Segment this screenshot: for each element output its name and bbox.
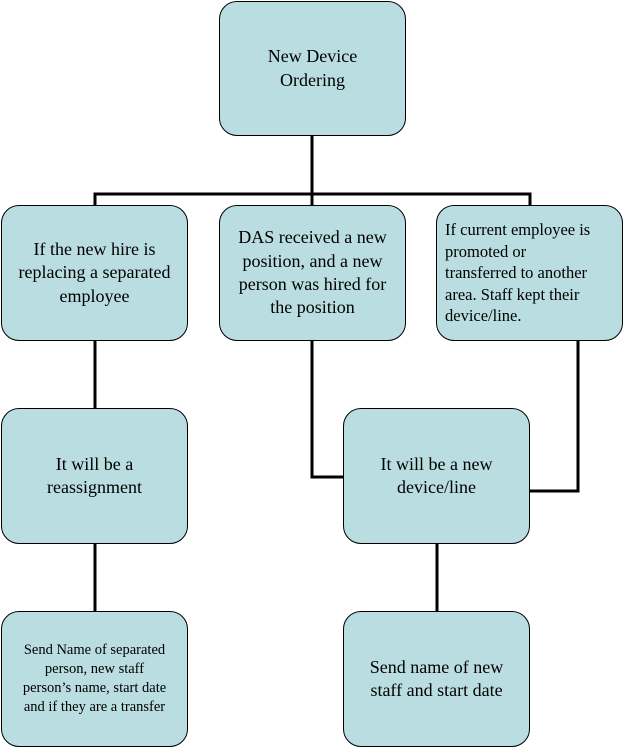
node-label: DAS received a new position, and a new p… xyxy=(238,227,387,318)
node-label: Send name of new staff and start date xyxy=(369,656,504,700)
node-new-hire-replacing: If the new hire is replacing a separated… xyxy=(1,205,188,341)
node-label: If the new hire is replacing a separated… xyxy=(18,238,171,306)
node-label: New Device Ordering xyxy=(267,46,358,90)
connector-promo-to-newdevice xyxy=(528,339,580,493)
node-reassignment: It will be a reassignment xyxy=(1,408,188,544)
node-label: Send Name of separated person, new staff… xyxy=(22,642,167,715)
connector-das-to-newdevice xyxy=(310,339,345,479)
node-label: It will be a new device/line xyxy=(380,453,493,497)
node-label: It will be a reassignment xyxy=(47,453,142,497)
node-send-separated-info: Send Name of separated person, new staff… xyxy=(1,611,188,747)
node-label: If current employee is promoted or trans… xyxy=(445,220,591,326)
node-new-device-line: It will be a new device/line xyxy=(343,408,530,544)
node-das-new-position: DAS received a new position, and a new p… xyxy=(219,205,406,341)
node-new-device-ordering: New Device Ordering xyxy=(219,1,406,136)
node-promoted-transferred: If current employee is promoted or trans… xyxy=(436,205,623,341)
node-send-new-staff-info: Send name of new staff and start date xyxy=(343,611,530,747)
